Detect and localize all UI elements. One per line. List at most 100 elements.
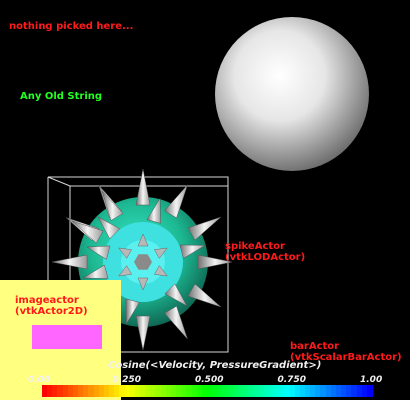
color-band xyxy=(346,385,353,397)
spike-cone xyxy=(118,247,133,259)
color-band xyxy=(310,385,317,397)
spike-cone xyxy=(135,315,151,351)
color-band xyxy=(181,385,188,397)
color-band xyxy=(299,385,306,397)
bar-actor-class: (vtkScalarBarActor) xyxy=(290,352,402,363)
color-band xyxy=(263,385,270,397)
spike-cone xyxy=(137,233,149,247)
text-actor-string: Any Old String xyxy=(20,91,103,102)
color-band xyxy=(248,385,255,397)
color-band xyxy=(145,385,152,397)
color-band xyxy=(124,385,131,397)
spike-cone xyxy=(118,265,133,277)
color-band xyxy=(165,385,172,397)
color-band xyxy=(279,385,286,397)
spike-cone xyxy=(71,220,104,244)
bar-actor-name: barActor xyxy=(290,341,340,352)
spike-cone xyxy=(137,277,149,291)
spike-cone xyxy=(146,197,161,224)
spike-cone xyxy=(135,168,151,206)
color-band xyxy=(237,385,245,397)
color-band xyxy=(160,385,167,397)
spike-cone xyxy=(179,244,206,259)
color-band xyxy=(155,385,162,397)
image-actor-name: imageactor xyxy=(15,295,79,306)
color-band xyxy=(304,385,312,397)
color-band xyxy=(83,385,90,397)
spike-cone xyxy=(187,216,222,241)
spike-cone xyxy=(101,190,124,221)
color-band xyxy=(72,385,80,397)
color-band xyxy=(253,385,260,397)
color-band xyxy=(212,385,219,397)
spike-cone xyxy=(197,254,233,270)
spike-actor[interactable] xyxy=(51,168,233,351)
color-band xyxy=(57,385,64,397)
color-band xyxy=(134,385,141,397)
color-band xyxy=(129,385,136,397)
color-band xyxy=(294,385,301,397)
color-band xyxy=(98,385,105,397)
image-swatch xyxy=(32,325,102,349)
color-band xyxy=(191,385,198,397)
scalar-bar-tick-label: 0.250 xyxy=(112,375,141,385)
color-band xyxy=(78,385,85,397)
color-band xyxy=(222,385,229,397)
spike-cone xyxy=(153,265,168,277)
spike-cone xyxy=(82,264,109,279)
color-band xyxy=(62,385,69,397)
image-actor-label: imageactor (vtkActor2D) xyxy=(15,295,88,317)
color-band xyxy=(356,385,363,397)
color-band xyxy=(139,385,147,397)
sphere-actor[interactable] xyxy=(215,17,369,171)
color-band xyxy=(232,385,239,397)
color-band xyxy=(315,385,322,397)
color-band xyxy=(361,385,368,397)
color-band xyxy=(330,385,337,397)
scalar-bar-tick-label: 0.750 xyxy=(277,375,306,385)
color-band xyxy=(109,385,116,397)
spike-cone xyxy=(187,283,222,308)
color-band xyxy=(201,385,208,397)
spike-cone xyxy=(164,184,188,219)
color-band xyxy=(47,385,54,397)
color-band xyxy=(176,385,183,397)
color-band xyxy=(243,385,250,397)
color-band xyxy=(42,385,49,397)
color-band xyxy=(103,385,111,397)
color-band xyxy=(341,385,348,397)
scalar-bar[interactable] xyxy=(42,385,373,397)
spike-cone xyxy=(164,305,188,340)
scalar-bar-tick-label: 0.500 xyxy=(195,375,224,385)
color-band xyxy=(289,385,296,397)
bar-actor-label: barActor (vtkScalarBarActor) xyxy=(290,341,402,363)
spike-cone xyxy=(97,216,121,240)
color-band xyxy=(274,385,281,397)
color-band xyxy=(88,385,95,397)
scalar-bar-tick-label: 1.00 xyxy=(360,375,383,385)
color-band xyxy=(67,385,74,397)
spike-center-hex xyxy=(134,254,152,270)
color-band xyxy=(366,385,373,397)
color-band xyxy=(186,385,193,397)
spike-cone xyxy=(86,245,111,260)
color-band xyxy=(196,385,203,397)
color-band xyxy=(320,385,327,397)
color-band xyxy=(207,385,214,397)
spike-actor-class: (vtkLODActor) xyxy=(225,252,306,263)
pick-status-text: nothing picked here... xyxy=(9,21,134,32)
scalar-bar-tick-label: 0.00 xyxy=(28,375,51,385)
scalar-bar-title: Cosine(<Velocity, PressureGradient>) xyxy=(108,360,322,371)
color-band xyxy=(335,385,343,397)
spike-cone xyxy=(164,283,188,307)
color-band xyxy=(325,385,332,397)
color-band xyxy=(52,385,59,397)
color-band xyxy=(170,385,178,397)
color-band xyxy=(150,385,157,397)
color-band xyxy=(284,385,291,397)
spike-cone xyxy=(125,298,140,325)
color-band xyxy=(258,385,265,397)
color-band xyxy=(227,385,234,397)
